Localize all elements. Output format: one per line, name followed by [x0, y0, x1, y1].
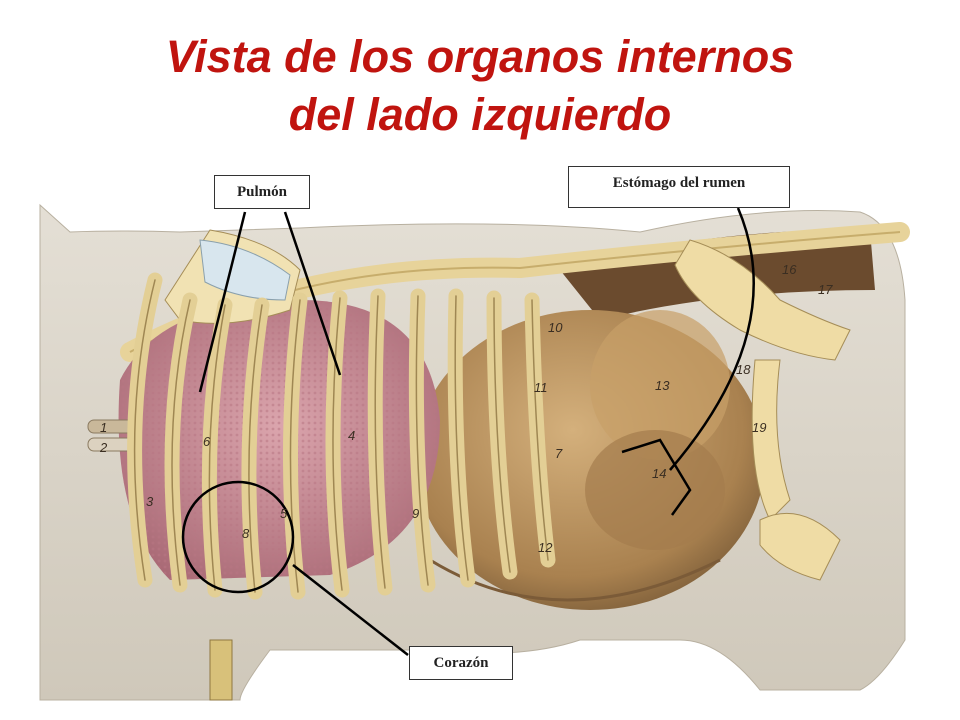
- organ-number-label: 7: [555, 446, 563, 461]
- organ-number-label: 11: [534, 380, 548, 395]
- organ-number-label: 12: [538, 540, 553, 555]
- title-line-2: del lado izquierdo: [288, 89, 672, 140]
- organ-number-labels: 1 2 3 4 5 6 7 8 9 10 11 12 13 14 16 17 1…: [99, 262, 833, 555]
- callout-pulmon-label: Pulmón: [236, 183, 287, 200]
- organ-number-label: 17: [818, 282, 833, 297]
- callout-corazon-label: Corazón: [433, 654, 489, 671]
- organ-number-label: 13: [655, 378, 670, 393]
- organ-number-label: 4: [348, 428, 355, 443]
- page-title: Vista de los organos internos del lado i…: [0, 28, 960, 144]
- organ-number-label: 19: [752, 420, 766, 435]
- organ-number-label: 2: [99, 440, 108, 455]
- organ-number-label: 8: [242, 526, 250, 541]
- pulmon-pointer-b: [283, 211, 342, 376]
- callout-pulmon: Pulmón: [214, 175, 310, 209]
- pelvis-bone: [674, 239, 851, 581]
- trachea-tubes: [87, 419, 139, 452]
- organ-number-label: 1: [100, 420, 107, 435]
- corazon-pointer: [292, 564, 409, 656]
- annotation-lines: [198, 207, 755, 656]
- organ-number-label: 10: [548, 320, 563, 335]
- lung-organ: [118, 300, 441, 580]
- rumen-pointer: [669, 207, 755, 471]
- title-line-1: Vista de los organos internos: [165, 31, 795, 82]
- rib-cage: [127, 272, 556, 600]
- organ-number-label: 16: [782, 262, 797, 277]
- organ-number-label: 18: [736, 362, 751, 377]
- organ-number-label: 14: [652, 466, 666, 481]
- callout-rumen-label: Estómago del rumen: [612, 174, 746, 191]
- organ-number-label: 5: [280, 506, 288, 521]
- organ-number-label: 9: [412, 506, 419, 521]
- pulmon-pointer-a: [198, 211, 247, 393]
- heart-indicator-circle: [181, 480, 295, 594]
- organ-number-label: 3: [146, 494, 154, 509]
- callout-rumen: Estómago del rumen: [568, 166, 790, 208]
- callout-corazon: Corazón: [409, 646, 513, 680]
- organ-number-label: 6: [203, 434, 211, 449]
- front-leg-bone: [209, 639, 233, 701]
